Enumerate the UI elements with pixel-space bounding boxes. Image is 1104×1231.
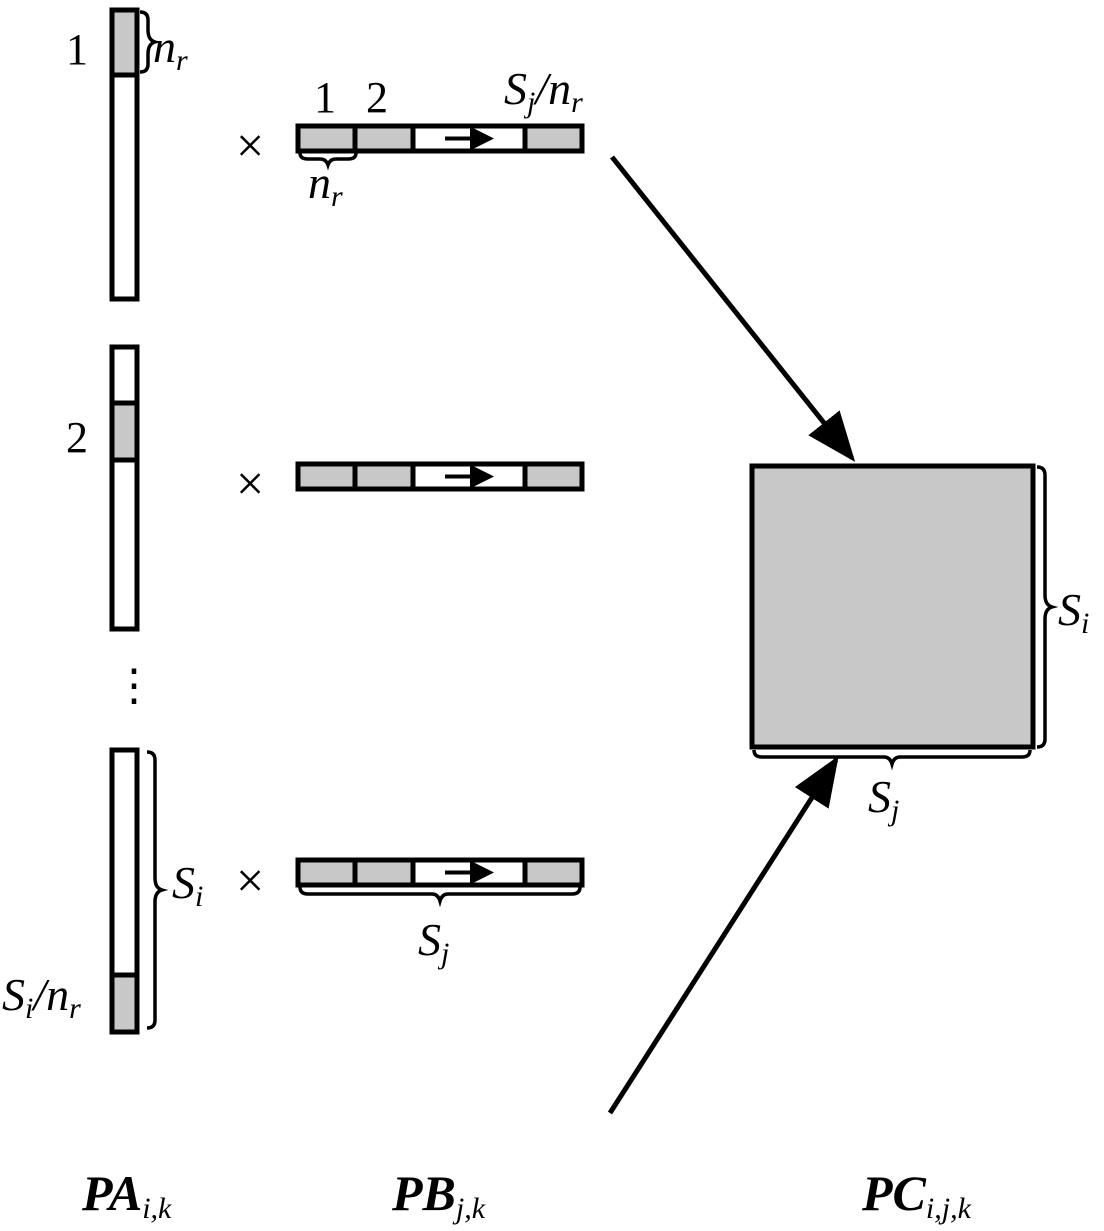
pa-column-1: 1 nr [66,7,188,302]
si-brace [1036,465,1059,749]
pc-sj-label: Sj [868,771,899,827]
pc-block: Si Sj [749,463,1089,827]
pa-last-block-label: Si/nr [2,969,81,1025]
pa-block-1 [109,7,140,78]
arrow-to-pc-bottom [607,755,839,1115]
pa-block-2 [109,400,140,463]
pb-seg-1-label: 1 [314,73,336,122]
pb-sj-label: Sj [418,914,449,970]
pa-column-2: 2 [66,344,140,632]
sj-brace [752,749,1032,771]
arrow-to-pc-top [610,155,856,462]
nr-brace [139,10,162,74]
pb-row-1: × 1 2 Sj/nr nr [236,63,585,213]
pb-caption: PBj,k [391,1165,486,1225]
pb-nr-label: nr [308,157,343,213]
pa-block-last [109,972,140,1035]
pb-row-last: × Sj [236,852,585,970]
pb-row-2: × [236,455,585,511]
pc-si-label: Si [1058,584,1089,640]
pa-si-label: Si [172,857,203,913]
pb-last-seg-label: Sj/nr [504,63,583,119]
times-sign: × [236,117,264,173]
pa-block-1-label: 1 [66,25,88,74]
ellipsis: ⋮ [112,661,156,710]
times-sign: × [236,852,264,908]
sj-brace [298,886,582,908]
pa-nr-label: nr [153,21,188,77]
pc-caption: PCi,j,k [861,1165,972,1225]
si-brace [146,750,169,1030]
pa-caption: PAi,k [81,1165,172,1225]
pb-seg-2-label: 2 [366,73,388,122]
nr-brace [298,152,358,171]
pa-column-last: Si Si/nr [2,747,203,1035]
times-sign: × [236,455,264,511]
pa-block-2-label: 2 [66,413,88,462]
